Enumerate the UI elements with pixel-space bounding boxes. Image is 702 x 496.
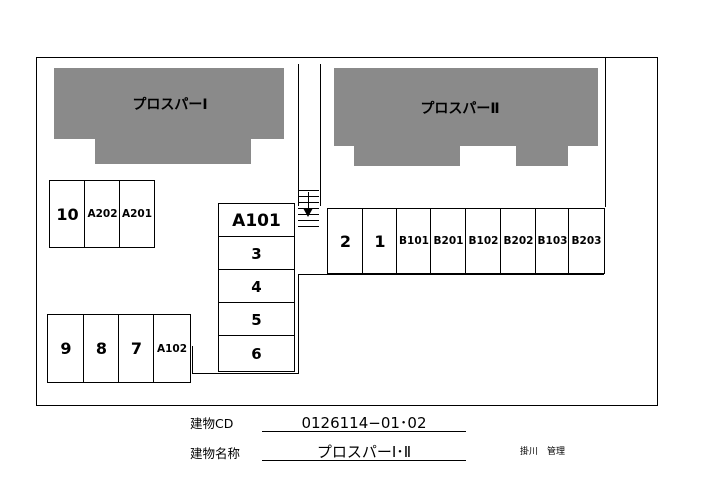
- parking-slot-4: 4: [218, 269, 295, 304]
- parking-slot-b103: B103: [535, 208, 570, 274]
- parking-slot-b202: B202: [500, 208, 537, 274]
- parking-slot-b201: B201: [430, 208, 467, 274]
- manager-label: 掛川 管理: [520, 447, 566, 457]
- parking-slot-2: 2: [327, 208, 364, 274]
- road-line: [192, 373, 299, 374]
- parking-slot-10: 10: [49, 180, 86, 248]
- road-line: [298, 274, 299, 374]
- road-line: [192, 346, 193, 374]
- road-line: [320, 64, 321, 206]
- building-code-underline: [262, 431, 466, 432]
- road-line: [605, 57, 606, 207]
- building-code-label: 建物CD: [190, 416, 234, 431]
- parking-slot-6: 6: [218, 335, 295, 372]
- parking-slot-a201: A201: [119, 180, 155, 248]
- parking-slot-a102: A102: [153, 314, 191, 383]
- building-name-underline: [262, 460, 466, 461]
- parking-slot-a101: A101: [218, 203, 295, 238]
- building-label-2: プロスパーⅡ: [420, 101, 500, 117]
- building-name-value: プロスパーⅠ･Ⅱ: [316, 443, 412, 461]
- building-label-1: プロスパーⅠ: [132, 97, 208, 113]
- site-boundary: [36, 57, 658, 406]
- parking-slot-b102: B102: [465, 208, 502, 274]
- parking-slot-8: 8: [83, 314, 120, 383]
- road-line: [298, 64, 299, 206]
- building-name-label: 建物名称: [190, 446, 241, 461]
- parking-slot-7: 7: [118, 314, 155, 383]
- road-line: [298, 274, 604, 275]
- parking-slot-b101: B101: [396, 208, 432, 274]
- parking-slot-5: 5: [218, 302, 295, 337]
- parking-slot-3: 3: [218, 236, 295, 271]
- parking-slot-a202: A202: [84, 180, 121, 248]
- building-code-value: 0126114−01･02: [301, 414, 427, 432]
- parking-slot-b203: B203: [568, 208, 605, 274]
- parking-slot-1: 1: [362, 208, 398, 274]
- parking-slot-9: 9: [47, 314, 85, 383]
